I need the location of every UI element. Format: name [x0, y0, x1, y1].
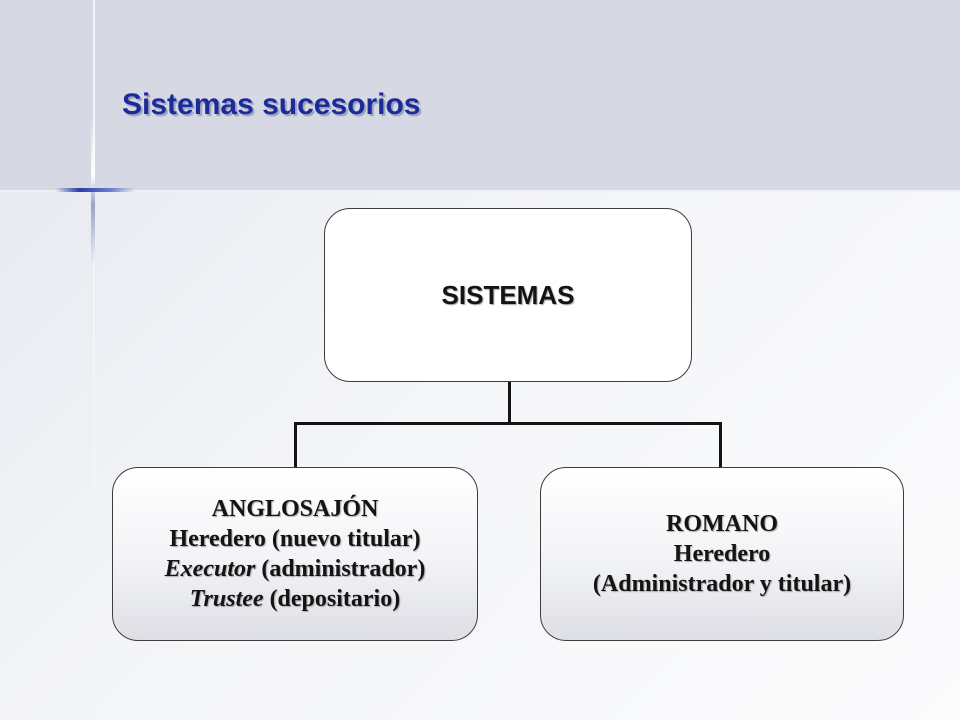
node-romano-heading: ROMANO — [666, 511, 778, 537]
node-romano: ROMANO Heredero (Administrador y titular… — [540, 467, 904, 641]
trustee-desc: (depositario) — [263, 586, 401, 612]
root-node-sistemas: SISTEMAS — [324, 208, 692, 382]
connector-root-stem — [508, 382, 511, 424]
node-anglosajon-line1: Heredero (nuevo titular) — [169, 526, 421, 552]
root-node-label: SISTEMAS — [441, 279, 575, 310]
node-romano-line2: (Administrador y titular) — [592, 571, 852, 597]
trustee-term: Trustee — [189, 586, 264, 612]
node-anglosajon-line2: Executor (administrador) — [165, 554, 426, 584]
decorative-cross-horizontal — [55, 188, 135, 192]
connector-left-drop — [294, 422, 297, 467]
node-anglosajon-heading: ANGLOSAJÓN — [211, 496, 379, 522]
node-romano-line1: Heredero — [673, 541, 771, 567]
slide-title: Sistemas sucesorios — [122, 88, 421, 121]
decorative-vertical-line — [93, 0, 95, 720]
connector-right-drop — [719, 422, 722, 467]
executor-term: Executor — [164, 556, 256, 582]
connector-horizontal-bar — [294, 422, 722, 425]
header-divider — [0, 190, 960, 192]
node-anglosajon-line3: Trustee (depositario) — [190, 584, 400, 614]
executor-desc: (administrador) — [255, 556, 426, 582]
header-band — [0, 0, 960, 190]
node-anglosajon: ANGLOSAJÓN Heredero (nuevo titular) Exec… — [112, 467, 478, 641]
